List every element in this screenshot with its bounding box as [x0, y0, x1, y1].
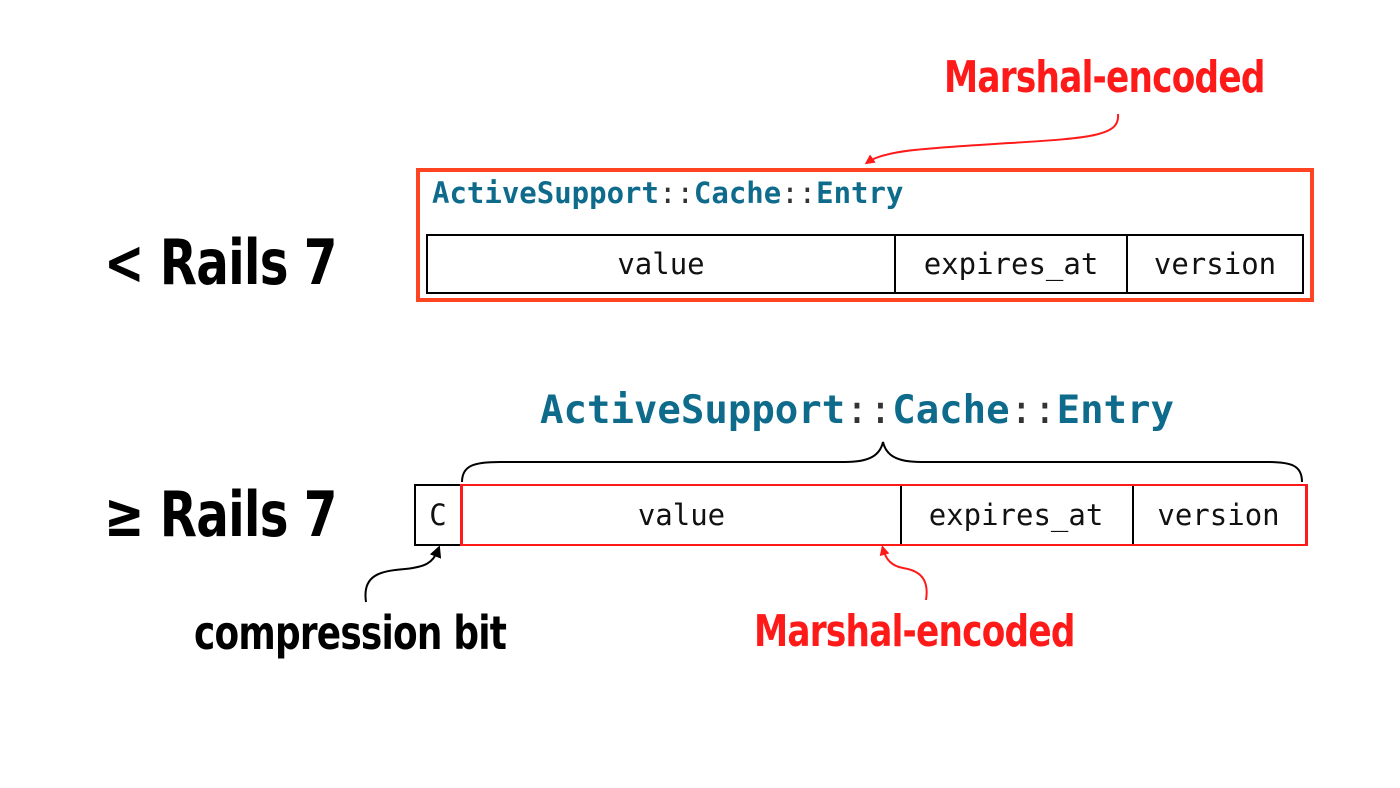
field-version: version	[1132, 484, 1308, 546]
class-separator: ::	[1009, 388, 1057, 433]
field-version: version	[1126, 234, 1304, 294]
class-separator: ::	[658, 176, 694, 210]
marshal-encoded-label-bottom: Marshal-encoded	[754, 606, 1075, 657]
entry-brace	[461, 441, 1303, 483]
marshal-arrow-top	[864, 113, 1120, 165]
field-value: value	[426, 234, 896, 294]
entry-outer-box	[416, 168, 1314, 302]
compression-bit-cell: C	[414, 484, 462, 546]
entry-class-name-bottom: ActiveSupport::Cache::Entry	[540, 388, 1174, 433]
compression-bit-label: compression bit	[194, 606, 507, 660]
field-expires-at: expires_at	[894, 234, 1128, 294]
class-part-cache: Cache	[693, 176, 782, 210]
marshal-encoded-label-top: Marshal-encoded	[944, 52, 1265, 103]
entry-class-name-top: ActiveSupport::Cache::Entry	[432, 176, 903, 210]
field-value: value	[460, 484, 902, 546]
class-part-cache: Cache	[892, 388, 1010, 433]
class-separator: ::	[845, 388, 893, 433]
class-part-entry: Entry	[1056, 388, 1174, 433]
rails-post7-label: ≥ Rails 7	[104, 478, 337, 551]
compression-arrow	[364, 545, 442, 603]
rails-pre7-label: < Rails 7	[104, 226, 337, 299]
class-part-activesupport: ActiveSupport	[540, 388, 846, 433]
field-expires-at: expires_at	[900, 484, 1134, 546]
class-part-activesupport: ActiveSupport	[432, 176, 659, 210]
marshal-arrow-bottom	[879, 545, 928, 601]
class-separator: ::	[781, 176, 817, 210]
class-part-entry: Entry	[816, 176, 904, 210]
